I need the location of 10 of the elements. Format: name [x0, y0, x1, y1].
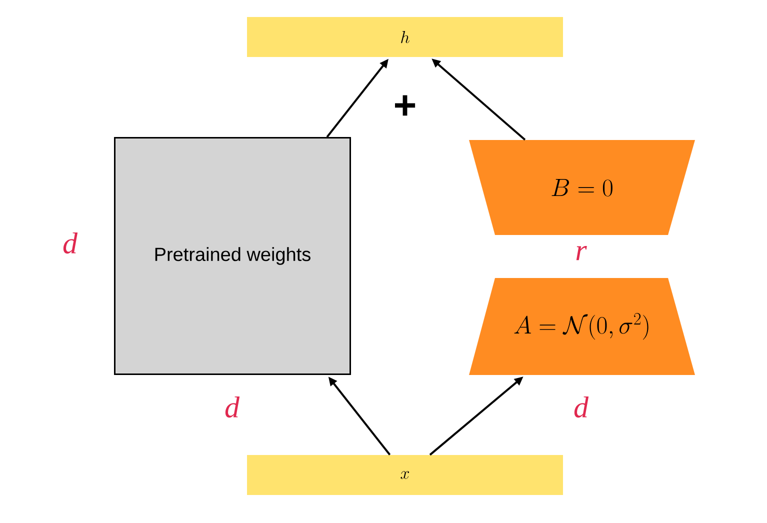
plus-sign: + [395, 95, 416, 116]
weight-matrix-box: Pretrained weights [114, 137, 351, 375]
vector-bar: $x$ [247, 455, 563, 495]
dimension-label: d [63, 232, 78, 254]
dimension-label: r [576, 246, 587, 260]
vector-bar: $h$ [247, 17, 563, 57]
dimension-label: d [225, 396, 240, 418]
trapezoid-block: $B = 0$ [469, 140, 695, 235]
trapezoid-block: $A = \mathcal{N}(0,\sigma^2)$ [469, 278, 695, 375]
dimension-label: d [574, 396, 589, 418]
